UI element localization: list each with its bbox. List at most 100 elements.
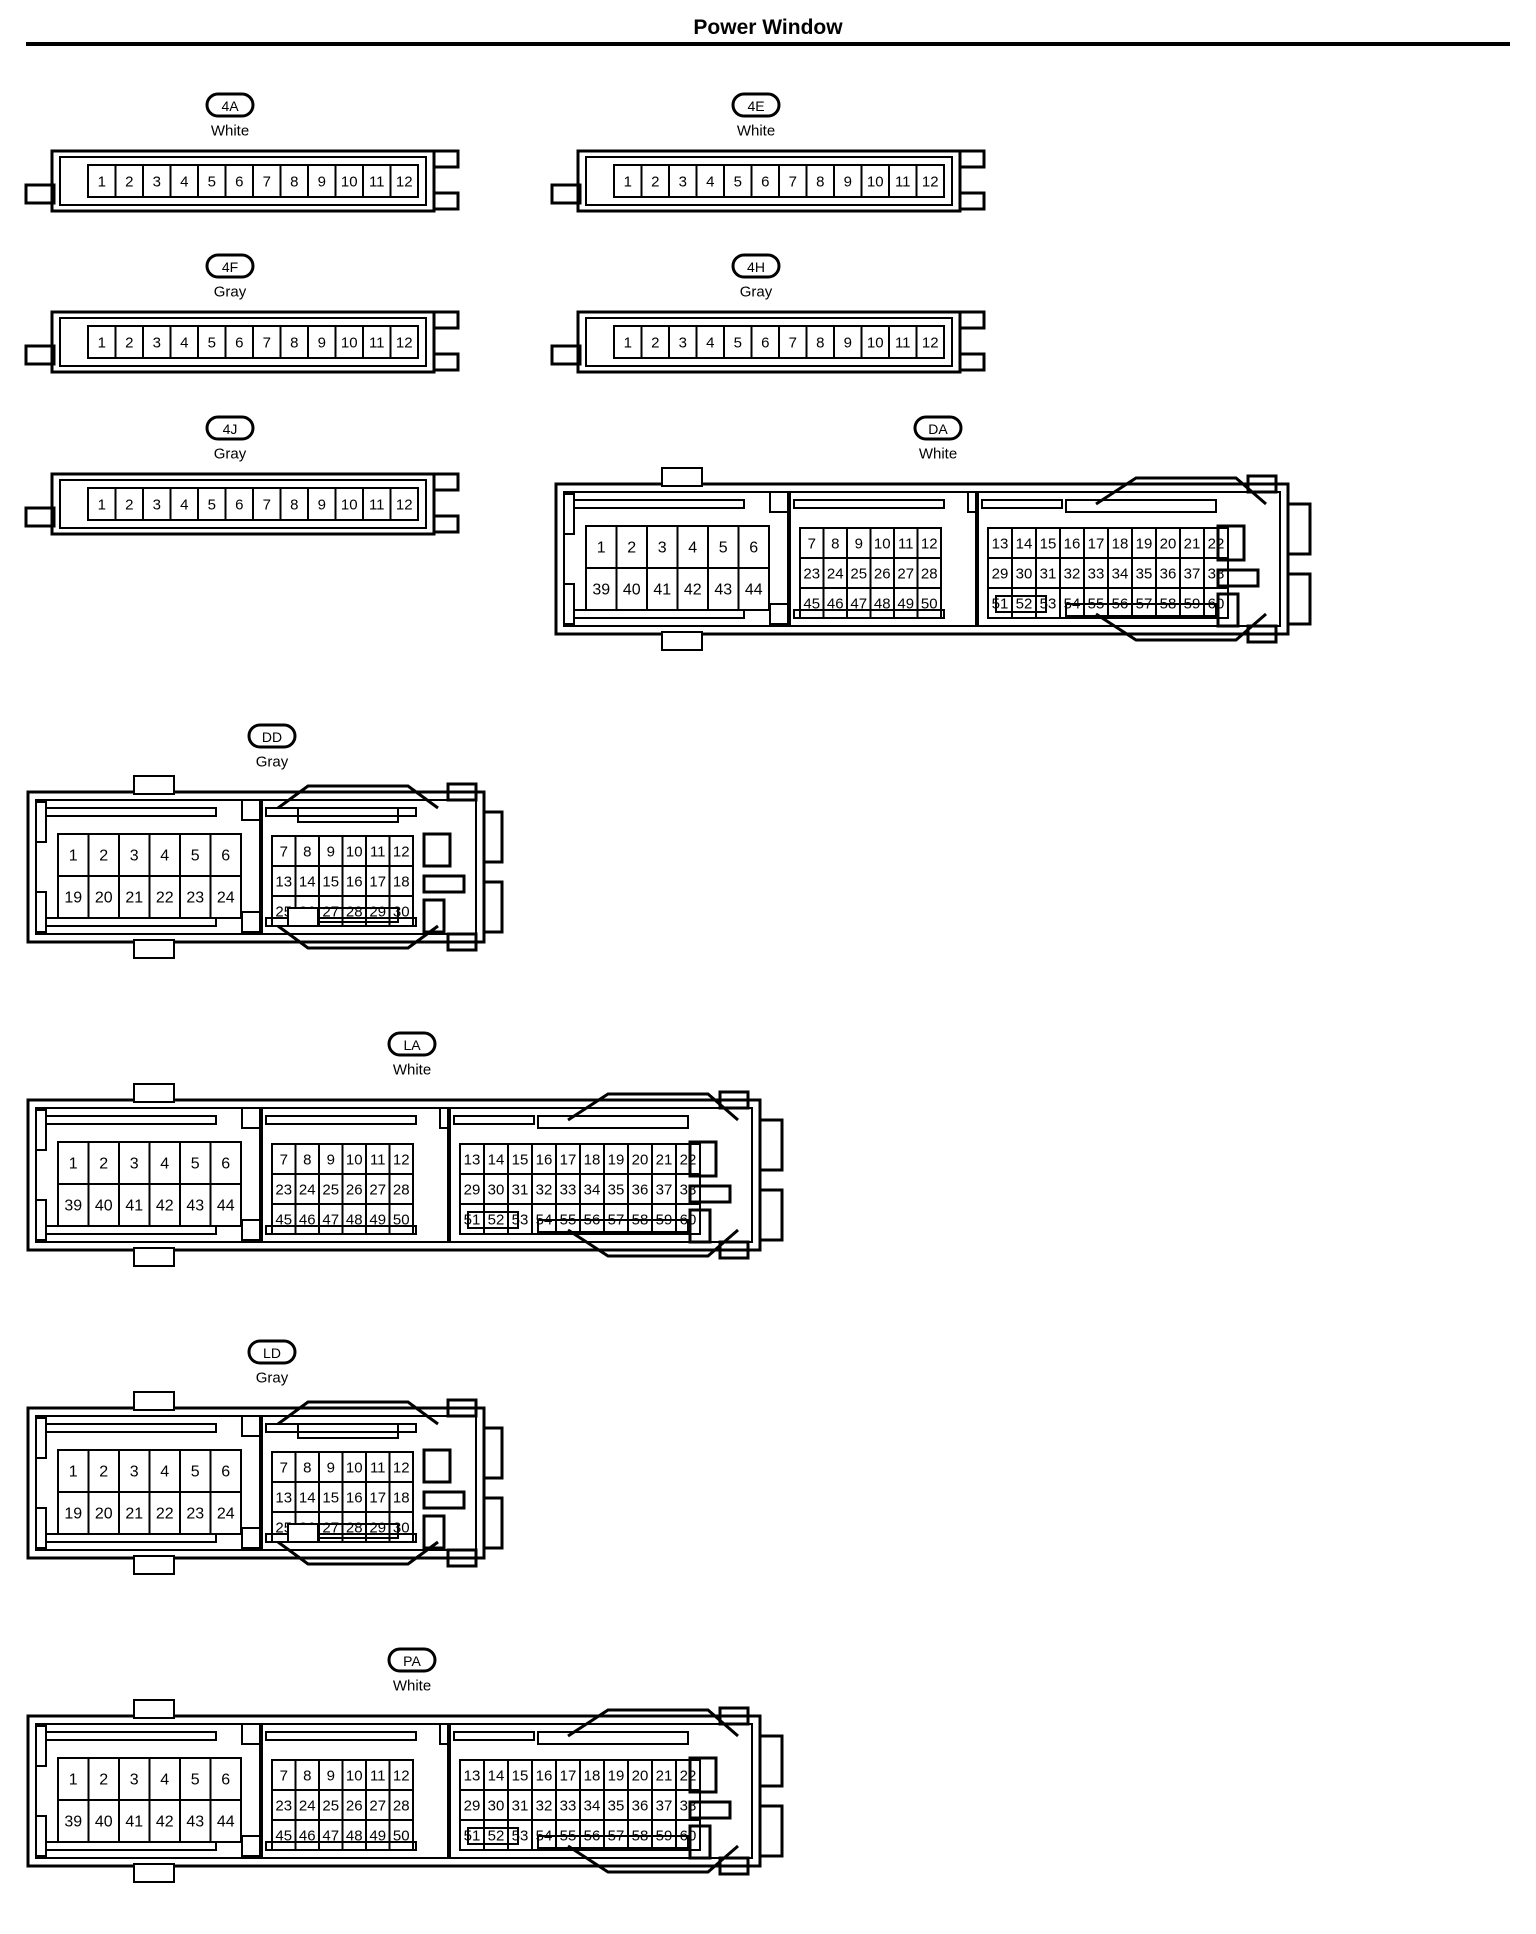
divider [769,603,789,625]
pin-cell: 18 [579,1759,605,1791]
pin-box [675,1203,701,1235]
pin-number: 12 [921,536,938,553]
lock-nub [661,631,703,651]
divider [241,799,261,821]
pin-number: 38 [1208,566,1225,583]
connector-body [50,149,436,213]
pin-cell: 3 [142,325,172,359]
pin-cell: 39 [57,1183,90,1227]
rail [45,1731,217,1741]
lock-ear [718,1856,750,1876]
divider [241,1219,261,1241]
pin-number: 3 [679,335,687,352]
rail [537,1115,689,1129]
pin-number: 11 [370,1460,386,1477]
lock-ear [432,310,460,330]
pin-cell: 53 [507,1203,533,1235]
pin-number: 54 [536,1212,553,1229]
divider [241,1723,261,1745]
pin-number: 33 [1088,566,1105,583]
pin-cell: 44 [737,567,770,611]
rail [45,1841,217,1851]
latch-window [688,1824,712,1860]
pin-number: 18 [393,1490,410,1507]
pin-cell: 20 [87,875,120,919]
pin-number: 14 [1016,536,1033,553]
pin-cell: 8 [294,1759,320,1791]
pin-cell: 18 [388,1481,414,1513]
pin-cell: 23 [799,557,825,589]
pin-number: 4 [160,848,169,865]
connector-color: Gray [256,754,289,771]
pin-cell: 15 [1035,527,1061,559]
pin-number: 45 [275,1212,292,1229]
pin-number: 43 [714,582,732,599]
pin-number: 45 [275,1828,292,1845]
pin-number: 31 [512,1182,529,1199]
pin-number: 28 [346,904,363,921]
pin-number: 4 [160,1464,169,1481]
pin-number: 1 [98,497,106,514]
pin-cell: 2 [615,525,648,569]
pin-number: 46 [827,596,844,613]
pin-number: 19 [64,890,82,907]
pin-cell: 6 [209,1449,242,1493]
pin-number: 37 [1184,566,1201,583]
pin-cell: 10 [341,1451,367,1483]
pin-number: 32 [536,1182,553,1199]
pin-cell: 2 [87,1141,120,1185]
pin-cell: 9 [833,164,863,198]
rail [537,1731,689,1745]
pin-number: 20 [1160,536,1177,553]
connector-color: Gray [214,446,247,463]
pin-number: 42 [684,582,702,599]
pin-cell: 6 [209,1141,242,1185]
pin-cell: 60 [675,1203,701,1235]
pin-cell: 10 [869,527,895,559]
pin-number: 9 [855,536,863,553]
pin-cell: 19 [1131,527,1157,559]
pin-cell: 5 [179,1757,212,1801]
key-slot [467,1211,519,1229]
pin-number: 16 [536,1152,553,1169]
rail [265,1731,417,1741]
pin-box [209,875,242,919]
rail [35,1109,47,1151]
pin-cell: 9 [846,527,872,559]
pin-cell: 27 [365,1789,391,1821]
pin-number: 4 [160,1772,169,1789]
pin-cell: 20 [1155,527,1181,559]
pin-number: 6 [235,174,243,191]
pin-number: 34 [584,1798,601,1815]
rail [265,1115,417,1125]
pin-cell: 29 [459,1173,485,1205]
pin-cell: 3 [118,1141,151,1185]
lock-ear [958,310,986,330]
pin-number: 32 [536,1798,553,1815]
pin-cell: 4 [695,325,725,359]
pin-cell: 19 [603,1759,629,1791]
pin-cell: 6 [750,164,780,198]
latch-window [1216,524,1246,562]
pin-cell: 44 [209,1799,242,1843]
housing-frame [26,790,486,944]
pin-number: 27 [897,566,914,583]
pin-cell: 8 [279,325,309,359]
pin-cell: 9 [318,835,344,867]
pin-cell: 24 [209,875,242,919]
pin-number: 2 [99,1464,108,1481]
pin-cell: 9 [307,164,337,198]
pin-number: 1 [69,848,78,865]
pin-number: 44 [745,582,763,599]
pin-number: 10 [867,174,884,191]
pin-number: 23 [275,1182,292,1199]
rail [35,1815,47,1857]
pin-number: 7 [280,1768,288,1785]
lock-ear [482,880,504,934]
rail [1065,499,1217,513]
pin-number: 8 [303,1152,311,1169]
key-slot [995,595,1047,613]
